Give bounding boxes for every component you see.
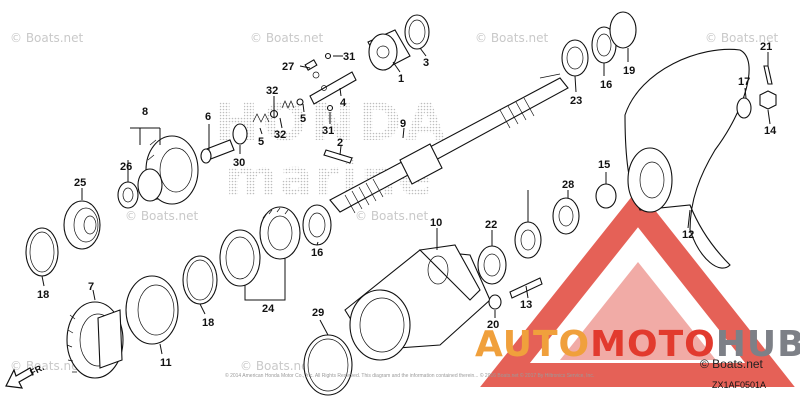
callout-16: 16 xyxy=(311,247,323,259)
callout-16: 16 xyxy=(600,79,612,91)
callout-31: 31 xyxy=(322,125,334,137)
watermark: © Boats.net xyxy=(125,209,199,223)
propeller-nut xyxy=(759,90,777,110)
needle-bearing-housing xyxy=(477,245,507,285)
watermark: © Boats.net xyxy=(240,359,314,373)
callout-27: 27 xyxy=(282,61,294,73)
diagram-code: ZX1AF0501A xyxy=(712,380,766,390)
ball-bearing xyxy=(63,200,101,250)
ghost-logo: HONDA marine xyxy=(215,93,450,207)
watermark: © Boats.net xyxy=(705,31,779,45)
washer xyxy=(609,11,637,49)
callout-5: 5 xyxy=(300,113,306,125)
propeller xyxy=(624,48,750,269)
callout-31: 31 xyxy=(343,51,355,63)
watermark: © Boats.net xyxy=(475,31,549,45)
callout-29: 29 xyxy=(312,307,324,319)
callout-numbers: 1 2 3 4 5 5 6 7 8 9 10 11 12 13 14 15 16… xyxy=(37,41,777,369)
brand-triangle-logo xyxy=(480,188,795,387)
cotter-pin xyxy=(763,65,773,85)
callout-30: 30 xyxy=(233,157,245,169)
watermark: © Boats.net xyxy=(10,31,84,45)
thrust-washer xyxy=(302,204,332,246)
callout-1: 1 xyxy=(398,73,404,85)
callout-24: 24 xyxy=(262,303,275,315)
callout-18: 18 xyxy=(37,289,49,301)
watermarks: © Boats.net © Boats.net © Boats.net © Bo… xyxy=(10,31,779,373)
callout-14: 14 xyxy=(764,125,777,137)
forward-gear xyxy=(137,135,199,205)
callout-32: 32 xyxy=(266,85,278,97)
pinion-shaft xyxy=(200,139,235,164)
oil-seal xyxy=(514,221,542,259)
callout-3: 3 xyxy=(423,57,429,69)
watermark: © Boats.net xyxy=(355,209,429,223)
callout-5: 5 xyxy=(258,136,264,148)
boats-net-copyright: © Boats.net xyxy=(700,357,764,371)
propeller-shaft-holder xyxy=(344,244,491,361)
callout-6: 6 xyxy=(205,111,211,123)
washer xyxy=(736,97,752,119)
o-ring xyxy=(182,255,218,305)
callout-11: 11 xyxy=(160,357,172,369)
callout-7: 7 xyxy=(88,281,94,293)
callout-21: 21 xyxy=(760,41,772,53)
propeller-shaft xyxy=(329,73,569,214)
bearing-holder xyxy=(125,275,179,345)
callout-28: 28 xyxy=(562,179,574,191)
copyright-fine-print: © 2014 American Honda Motor Co., Inc. Al… xyxy=(225,372,594,379)
callout-23: 23 xyxy=(570,95,582,107)
callout-17: 17 xyxy=(738,76,750,88)
callout-25: 25 xyxy=(74,177,86,189)
callout-19: 19 xyxy=(623,65,635,77)
callout-4: 4 xyxy=(340,97,347,109)
holder-o-ring xyxy=(303,334,353,396)
o-ring xyxy=(25,227,59,277)
callout-22: 22 xyxy=(485,219,497,231)
tapered-roller-bearing xyxy=(219,206,301,287)
callout-9: 9 xyxy=(400,118,406,130)
clutch-dog xyxy=(367,29,411,71)
reverse-gear xyxy=(66,301,124,379)
brand-part-auto: AUTO xyxy=(475,324,590,365)
watermark: © Boats.net xyxy=(250,31,324,45)
callout-8: 8 xyxy=(142,106,148,118)
brand-part-hub: HUB xyxy=(716,324,800,365)
ghost-logo-line1: HONDA xyxy=(215,93,450,153)
callout-15: 15 xyxy=(598,159,610,171)
callout-32: 32 xyxy=(274,129,286,141)
oil-seal xyxy=(552,197,580,235)
shift-plunger xyxy=(309,71,357,105)
callout-12: 12 xyxy=(682,229,694,241)
callout-2: 2 xyxy=(337,137,343,149)
callout-13: 13 xyxy=(520,299,532,311)
callout-20: 20 xyxy=(487,319,499,331)
brand-part-moto: MOTO xyxy=(590,324,716,365)
leader-lines xyxy=(41,47,771,355)
callout-10: 10 xyxy=(430,217,442,229)
needle-bearing xyxy=(561,39,589,77)
callout-18: 18 xyxy=(202,317,214,329)
callout-26: 26 xyxy=(120,161,132,173)
brand-text: AUTOMOTOHUB xyxy=(475,324,800,365)
automotohub-brand: AUTOMOTOHUB xyxy=(475,324,800,365)
front-arrow-icon xyxy=(5,367,34,389)
